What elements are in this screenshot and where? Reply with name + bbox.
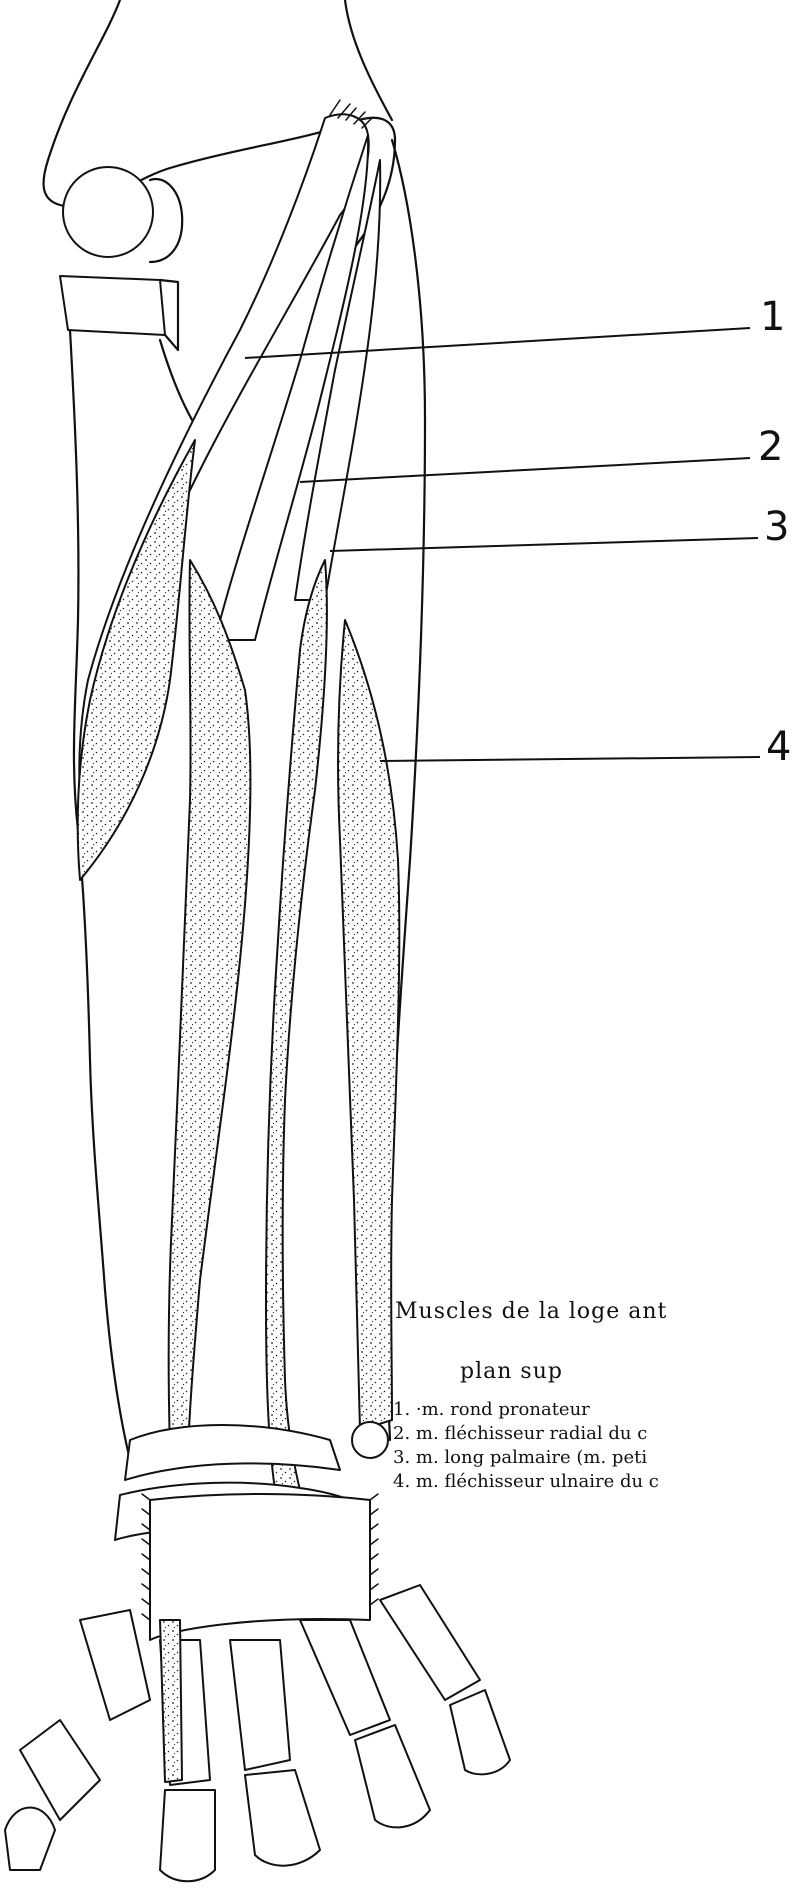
ulna-outline [387,140,425,1440]
leader-line-2 [300,458,750,482]
flexor-carpi-ulnaris-muscle [338,620,399,1458]
legend-item-1: 1. ·m. rond pronateur [393,1398,659,1422]
leader-line-4 [380,757,760,761]
legend-item-4: 4. m. fléchisseur ulnaire du c [393,1470,659,1494]
figure-caption-title: Muscles de la loge ant [395,1299,667,1324]
label-2: 2 [758,424,783,470]
figure-caption-subtitle: plan sup [460,1359,563,1384]
label-1: 1 [760,294,785,340]
leader-line-3 [330,538,758,551]
legend-item-2: 2. m. fléchisseur radial du c [393,1422,659,1446]
hand-metacarpals [5,1585,510,1881]
legend-list: 1. ·m. rond pronateur 2. m. fléchisseur … [393,1398,659,1494]
carpal-bones [115,1425,378,1640]
label-3: 3 [764,504,789,550]
capitulum [63,167,182,262]
legend-item-3: 3. m. long palmaire (m. peti [393,1446,659,1470]
label-4: 4 [766,724,791,770]
